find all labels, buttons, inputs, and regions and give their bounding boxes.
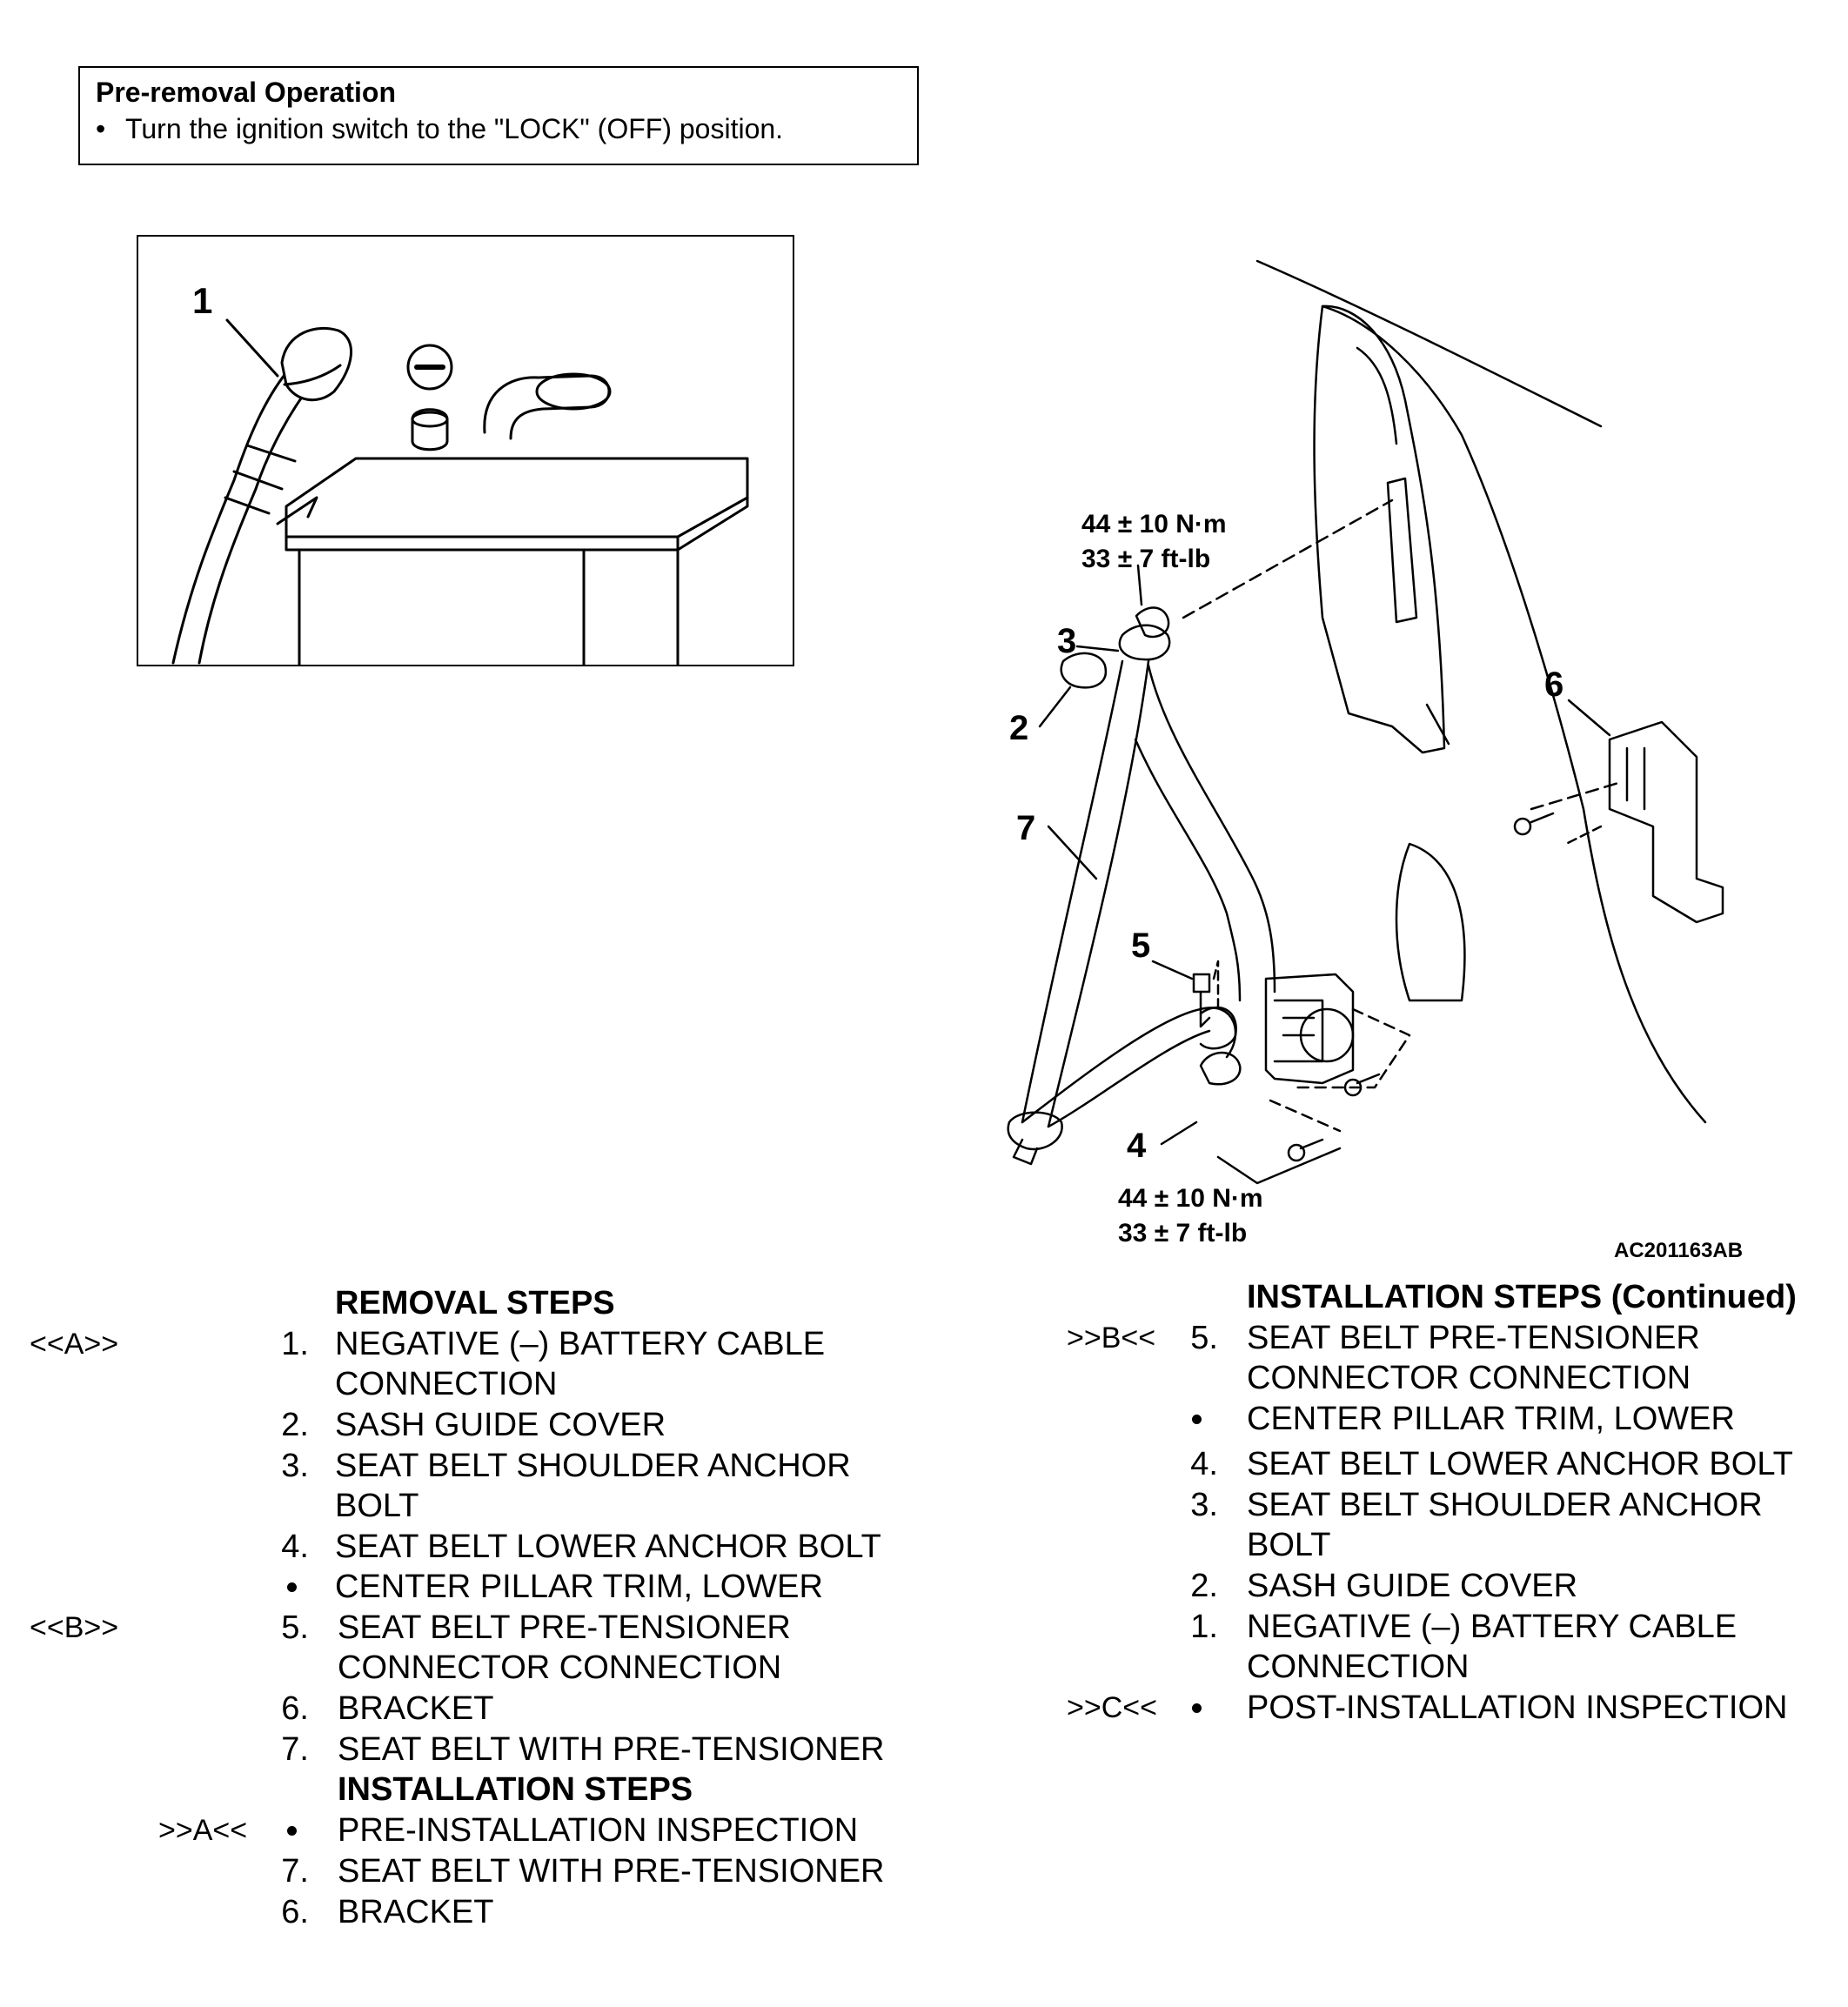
install-step-num: 6. (281, 1894, 309, 1930)
removal-step-3-line1: SEAT BELT SHOULDER ANCHOR (335, 1448, 851, 1484)
bracket-bolt (1513, 817, 1532, 836)
battery-callout-1: 1 (192, 280, 212, 321)
lower-anchor (1199, 1051, 1242, 1086)
bracket (1608, 720, 1724, 924)
install-cont-step-post-inspection: POST-INSTALLATION INSPECTION (1247, 1689, 1788, 1726)
lower-anchor-bolt (1287, 1143, 1306, 1162)
battery-cable (171, 365, 292, 665)
install-cont-step-trim: CENTER PILLAR TRIM, LOWER (1247, 1401, 1735, 1437)
removal-step-5-line2: CONNECTOR CONNECTION (338, 1649, 782, 1686)
torque-upper-nm: 44 ± 10 N·m (1081, 510, 1227, 539)
retractor-bolt (1343, 1078, 1363, 1097)
seatbelt-figure: 3 2 7 5 4 6 44 ± 10 N·m 33 ± 7 ft-lb 44 … (1007, 259, 1743, 1262)
removal-step-5-line1: SEAT BELT PRE-TENSIONER (338, 1609, 791, 1646)
pre-removal-box: Pre-removal Operation • Turn the ignition… (78, 66, 919, 165)
install-cont-step-3-line1: SEAT BELT SHOULDER ANCHOR (1247, 1487, 1763, 1523)
install-cont-step-num: 2. (1190, 1568, 1218, 1604)
removal-heading: REMOVAL STEPS (335, 1285, 615, 1321)
install-step-7: SEAT BELT WITH PRE-TENSIONER (338, 1853, 885, 1890)
bullet (1192, 1703, 1202, 1713)
removal-step-num: 3. (281, 1448, 309, 1484)
bullet (1192, 1415, 1202, 1424)
body-panel-edge (1321, 304, 1707, 1124)
install-cont-step-3-line2: BOLT (1247, 1527, 1331, 1563)
pre-removal-item: • Turn the ignition switch to the "LOCK" … (96, 113, 783, 145)
removal-step-7: SEAT BELT WITH PRE-TENSIONER (338, 1731, 885, 1768)
marker-install-b: >>B<< (1067, 1321, 1156, 1355)
install-cont-step-num: 3. (1190, 1487, 1218, 1523)
marker-removal-b: <<B>> (30, 1611, 119, 1644)
removal-step-trim: CENTER PILLAR TRIM, LOWER (335, 1569, 823, 1605)
removal-step-num: 2. (281, 1407, 309, 1443)
removal-step-num: 7. (281, 1731, 309, 1768)
bullet (287, 1582, 297, 1592)
removal-step-num: 4. (281, 1529, 309, 1565)
install-cont-step-5-line2: CONNECTOR CONNECTION (1247, 1360, 1691, 1396)
install-cont-step-num: 4. (1190, 1446, 1218, 1482)
torque-lower-nm: 44 ± 10 N·m (1118, 1184, 1263, 1213)
removal-step-num: 6. (281, 1690, 309, 1727)
bullet: • (96, 113, 106, 144)
tongue-plate (1007, 1111, 1063, 1151)
callout-6: 6 (1544, 666, 1563, 704)
install-cont-step-num: 1. (1190, 1609, 1218, 1645)
battery-illustration: 1 (171, 280, 749, 666)
minus-circle-icon (406, 344, 453, 391)
removal-step-num: 5. (281, 1609, 309, 1646)
callout-7: 7 (1016, 809, 1035, 847)
battery-figure: 1 (137, 235, 794, 666)
pre-removal-title: Pre-removal Operation (96, 77, 396, 108)
installation-continued-heading: INSTALLATION STEPS (Continued) (1247, 1279, 1797, 1315)
removal-step-1-line1: NEGATIVE (–) BATTERY CABLE (335, 1326, 826, 1362)
pre-removal-item-text: Turn the ignition switch to the "LOCK" (… (125, 113, 784, 144)
marker-install-c: >>C<< (1067, 1691, 1157, 1724)
bullet (287, 1826, 297, 1836)
retractor (1264, 973, 1355, 1085)
callout-3: 3 (1057, 622, 1076, 660)
install-cont-step-1-line2: CONNECTION (1247, 1649, 1470, 1685)
marker-removal-a: <<A>> (30, 1328, 119, 1361)
shoulder-anchor (1135, 606, 1170, 639)
install-step-pre-inspection: PRE-INSTALLATION INSPECTION (338, 1812, 859, 1849)
battery-top (285, 457, 749, 539)
removal-step-2: SASH GUIDE COVER (335, 1407, 666, 1443)
callout-2: 2 (1009, 709, 1028, 747)
pretensioner-connector (1192, 973, 1211, 993)
removal-step-3-line2: BOLT (335, 1488, 419, 1524)
marker-install-a: >>A<< (158, 1814, 248, 1847)
cable-terminal (280, 326, 352, 402)
removal-step-6: BRACKET (338, 1690, 494, 1727)
callout-4: 4 (1127, 1127, 1147, 1165)
removal-step-4: SEAT BELT LOWER ANCHOR BOLT (335, 1529, 881, 1565)
seat-belt-webbing (1021, 659, 1124, 1124)
torque-upper-ftlb: 33 ± 7 ft-lb (1081, 545, 1210, 573)
center-pillar-trim (1313, 304, 1446, 754)
install-cont-step-num: 5. (1190, 1320, 1218, 1356)
removal-step-num: 1. (281, 1326, 309, 1362)
sash-guide-cover (1060, 652, 1108, 689)
callout-5: 5 (1131, 927, 1150, 965)
install-step-6: BRACKET (338, 1894, 494, 1930)
install-cont-step-1-line1: NEGATIVE (–) BATTERY CABLE (1247, 1609, 1738, 1645)
install-cont-step-2: SASH GUIDE COVER (1247, 1568, 1578, 1604)
figure-code: AC201163AB (1614, 1239, 1743, 1262)
install-cont-step-5-line1: SEAT BELT PRE-TENSIONER (1247, 1320, 1700, 1356)
removal-step-1-line2: CONNECTION (335, 1366, 558, 1402)
install-step-num: 7. (281, 1853, 309, 1890)
install-cont-step-4: SEAT BELT LOWER ANCHOR BOLT (1247, 1446, 1793, 1482)
installation-heading: INSTALLATION STEPS (338, 1771, 693, 1808)
torque-lower-ftlb: 33 ± 7 ft-lb (1118, 1219, 1247, 1248)
roof-line (1255, 259, 1603, 428)
